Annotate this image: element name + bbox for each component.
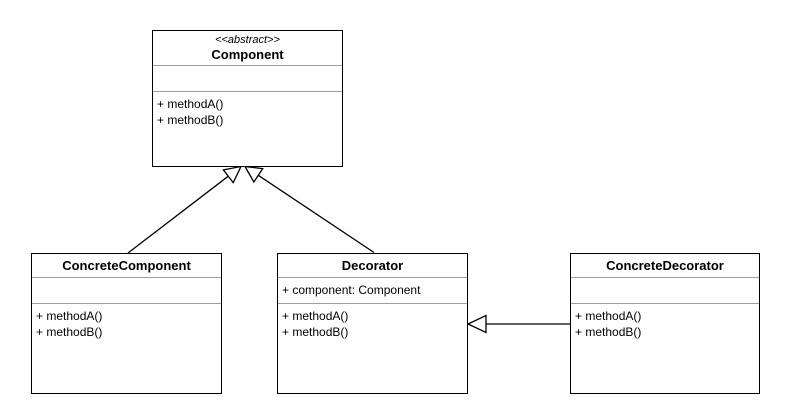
method-row: + methodA() [36,309,103,323]
method-row: + methodB() [282,325,349,339]
methods-section-concrete-decorator: + methodA() + methodB() [571,303,759,393]
method-row: + methodB() [575,325,642,339]
class-name: Decorator [341,257,404,273]
methods-section-decorator: + methodA() + methodB() [278,303,467,393]
method-row: + methodB() [157,113,224,127]
class-name: ConcreteComponent [62,257,191,273]
class-header-component: <<abstract>> Component [153,31,342,65]
attributes-section-concrete-decorator [571,277,759,303]
attributes-section-decorator: + component: Component [278,277,467,303]
class-header-decorator: Decorator [278,254,467,277]
method-row: + methodA() [282,309,349,323]
class-stereotype: <<abstract>> [215,33,280,46]
generalization-triangle-icon-component-right [243,165,264,184]
generalization-triangle-icon-component-left [222,165,243,184]
class-name: ConcreteDecorator [606,257,724,273]
attributes-section-concrete-component [32,277,221,303]
generalization-triangle-icon-decorator [466,314,487,334]
class-name: Component [211,46,284,62]
methods-section-concrete-component: + methodA() + methodB() [32,303,221,393]
methods-section-component: + methodA() + methodB() [153,91,342,166]
method-row: + methodA() [575,309,642,323]
generalization-line-concretecomponent-to-component [127,175,229,254]
method-row: + methodA() [157,97,224,111]
generalization-line-decorator-to-component [257,174,375,254]
class-header-concrete-decorator: ConcreteDecorator [571,254,759,277]
class-box-decorator: Decorator + component: Component + metho… [277,253,468,394]
class-header-concrete-component: ConcreteComponent [32,254,221,277]
class-box-component: <<abstract>> Component + methodA() + met… [152,30,343,167]
attributes-section-component [153,65,342,91]
method-row: + methodB() [36,325,103,339]
attribute-row: + component: Component [282,283,421,297]
class-box-concrete-component: ConcreteComponent + methodA() + methodB(… [31,253,222,394]
class-box-concrete-decorator: ConcreteDecorator + methodA() + methodB(… [570,253,760,394]
